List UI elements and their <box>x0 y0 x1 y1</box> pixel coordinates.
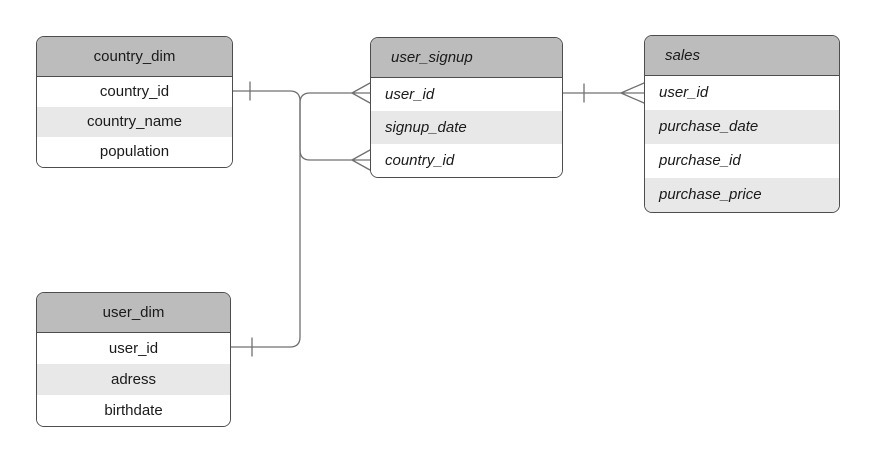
connector-line <box>230 92 353 348</box>
field-row-country-id: country_id <box>371 144 562 177</box>
relationship-country-dim-to-user-signup <box>232 81 371 171</box>
field-row-country-name: country_name <box>37 107 232 137</box>
field-list: user_id purchase_date purchase_id purcha… <box>645 76 839 212</box>
entity-table-user-signup: user_signup user_id signup_date country_… <box>370 37 563 178</box>
connector-line <box>232 90 353 161</box>
entity-title-country-dim: country_dim <box>37 37 232 77</box>
entity-title-user-dim: user_dim <box>37 293 230 333</box>
field-list: country_id country_name population <box>37 77 232 167</box>
field-row-country-id: country_id <box>37 77 232 107</box>
field-row-user-id: user_id <box>37 333 230 364</box>
field-row-signup-date: signup_date <box>371 111 562 144</box>
entity-table-sales: sales user_id purchase_date purchase_id … <box>644 35 840 213</box>
relationship-user-signup-to-sales <box>562 82 645 104</box>
field-row-purchase-price: purchase_price <box>645 178 839 212</box>
relationship-user-dim-to-user-signup <box>230 82 371 357</box>
crow-foot-many-icon <box>620 82 645 104</box>
entity-title-user-signup: user_signup <box>371 38 562 78</box>
field-row-birthdate: birthdate <box>37 395 230 426</box>
crow-foot-many-icon <box>351 82 371 104</box>
field-row-population: population <box>37 137 232 167</box>
entity-table-country-dim: country_dim country_id country_name popu… <box>36 36 233 168</box>
field-row-purchase-date: purchase_date <box>645 110 839 144</box>
field-row-adress: adress <box>37 364 230 395</box>
field-list: user_id adress birthdate <box>37 333 230 426</box>
field-row-purchase-id: purchase_id <box>645 144 839 178</box>
crow-foot-many-icon <box>351 149 371 171</box>
field-row-user-id: user_id <box>371 78 562 111</box>
entity-title-sales: sales <box>645 36 839 76</box>
field-list: user_id signup_date country_id <box>371 78 562 177</box>
field-row-user-id: user_id <box>645 76 839 110</box>
entity-table-user-dim: user_dim user_id adress birthdate <box>36 292 231 427</box>
